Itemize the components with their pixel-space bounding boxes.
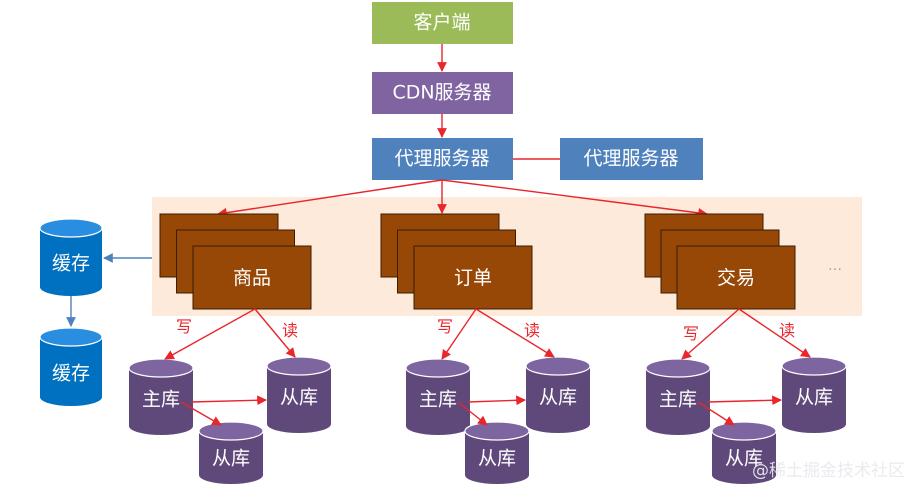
replication-arrow [190,395,267,406]
cache-label-top: 缓存 [52,253,90,275]
slave-db-cylinder-body [267,366,331,433]
slave-db-label: 从库 [280,387,318,409]
slave-db-cylinder-body [199,431,263,484]
backup-proxy-server-label: 代理服务器 [583,148,678,170]
slave-db-cylinder [198,421,264,484]
master-db-cylinder [645,358,711,435]
more-services-indicator: … [828,258,842,274]
replication-arrow [707,395,782,406]
proxy-to-product-arrow [217,179,443,218]
write-label: 写 [176,317,192,336]
cache-cylinder-bottom [39,327,103,406]
proxy-server-label: 代理服务器 [394,148,489,170]
service-box [413,245,533,310]
read-label: 读 [282,321,298,340]
slave-db-cylinder [781,356,847,433]
slave-db-cylinder-body [526,366,590,433]
master-db-label: 主库 [419,389,457,411]
master-db-cylinder-body [406,368,470,435]
write-arrow [164,308,256,360]
cache-label-bottom: 缓存 [52,363,90,385]
service-group-3: 交易主库从库从库写读 [644,213,847,484]
master-db-cylinder [128,358,194,435]
slave-db-label: 从库 [725,448,763,470]
proxy-to-trade-arrow [441,179,708,218]
replication-arrow [467,395,526,406]
service-label: 交易 [717,267,755,289]
read-arrow [475,308,555,358]
cdn-server-box [372,72,513,114]
slave-db-cylinder [711,421,777,484]
cache-cylinder-top [39,218,103,296]
slave-db-cylinder-body [465,431,529,484]
write-label: 写 [437,317,453,336]
service-label: 订单 [454,267,492,289]
client-label: 客户端 [413,12,470,34]
slave-db-cylinder [525,356,591,433]
replication-arrow [180,401,222,426]
slave-db-label: 从库 [539,387,577,409]
service-group-2: 订单主库从库从库写读 [380,213,591,484]
slave-db-cylinder [464,421,530,484]
service-label: 商品 [233,267,271,289]
replication-arrow [697,401,735,426]
slave-db-label: 从库 [212,448,250,470]
slave-db-cylinder-top [464,421,530,441]
service-box [676,245,796,310]
master-db-label: 主库 [659,389,697,411]
read-label: 读 [779,321,795,340]
slave-db-cylinder-top [711,421,777,441]
slave-db-label: 从库 [795,387,833,409]
write-label: 写 [683,324,699,343]
master-db-label: 主库 [142,389,180,411]
slave-db-cylinder [266,356,332,433]
client-box [372,2,513,44]
master-db-cylinder-top [405,358,471,378]
master-db-cylinder-body [646,368,710,435]
slave-db-cylinder-top [266,356,332,376]
slave-db-cylinder-body [712,431,776,484]
cdn-server-label: CDN服务器 [392,82,491,104]
service-group-1: 商品主库从库从库写读 [128,213,332,484]
master-db-cylinder-body [129,368,193,435]
backup-proxy-server-box [560,138,703,180]
slave-db-cylinder-top [781,356,847,376]
read-arrow [254,308,296,358]
replication-arrow [457,401,488,426]
slave-db-cylinder-body [782,366,846,433]
proxy-server-box [372,138,513,180]
slave-db-cylinder-top [198,421,264,441]
slave-db-label: 从库 [478,448,516,470]
read-label: 读 [524,321,540,340]
master-db-cylinder-top [128,358,194,378]
master-db-cylinder [405,358,471,435]
master-db-cylinder-top [645,358,711,378]
service-groups: 商品主库从库从库写读订单主库从库从库写读交易主库从库从库写读 [128,213,847,484]
read-arrow [738,308,811,358]
write-arrow [681,308,740,360]
slave-db-cylinder-top [525,356,591,376]
watermark: @稀土掘金技术社区 [752,461,905,481]
write-arrow [441,308,477,360]
service-box [192,245,312,310]
